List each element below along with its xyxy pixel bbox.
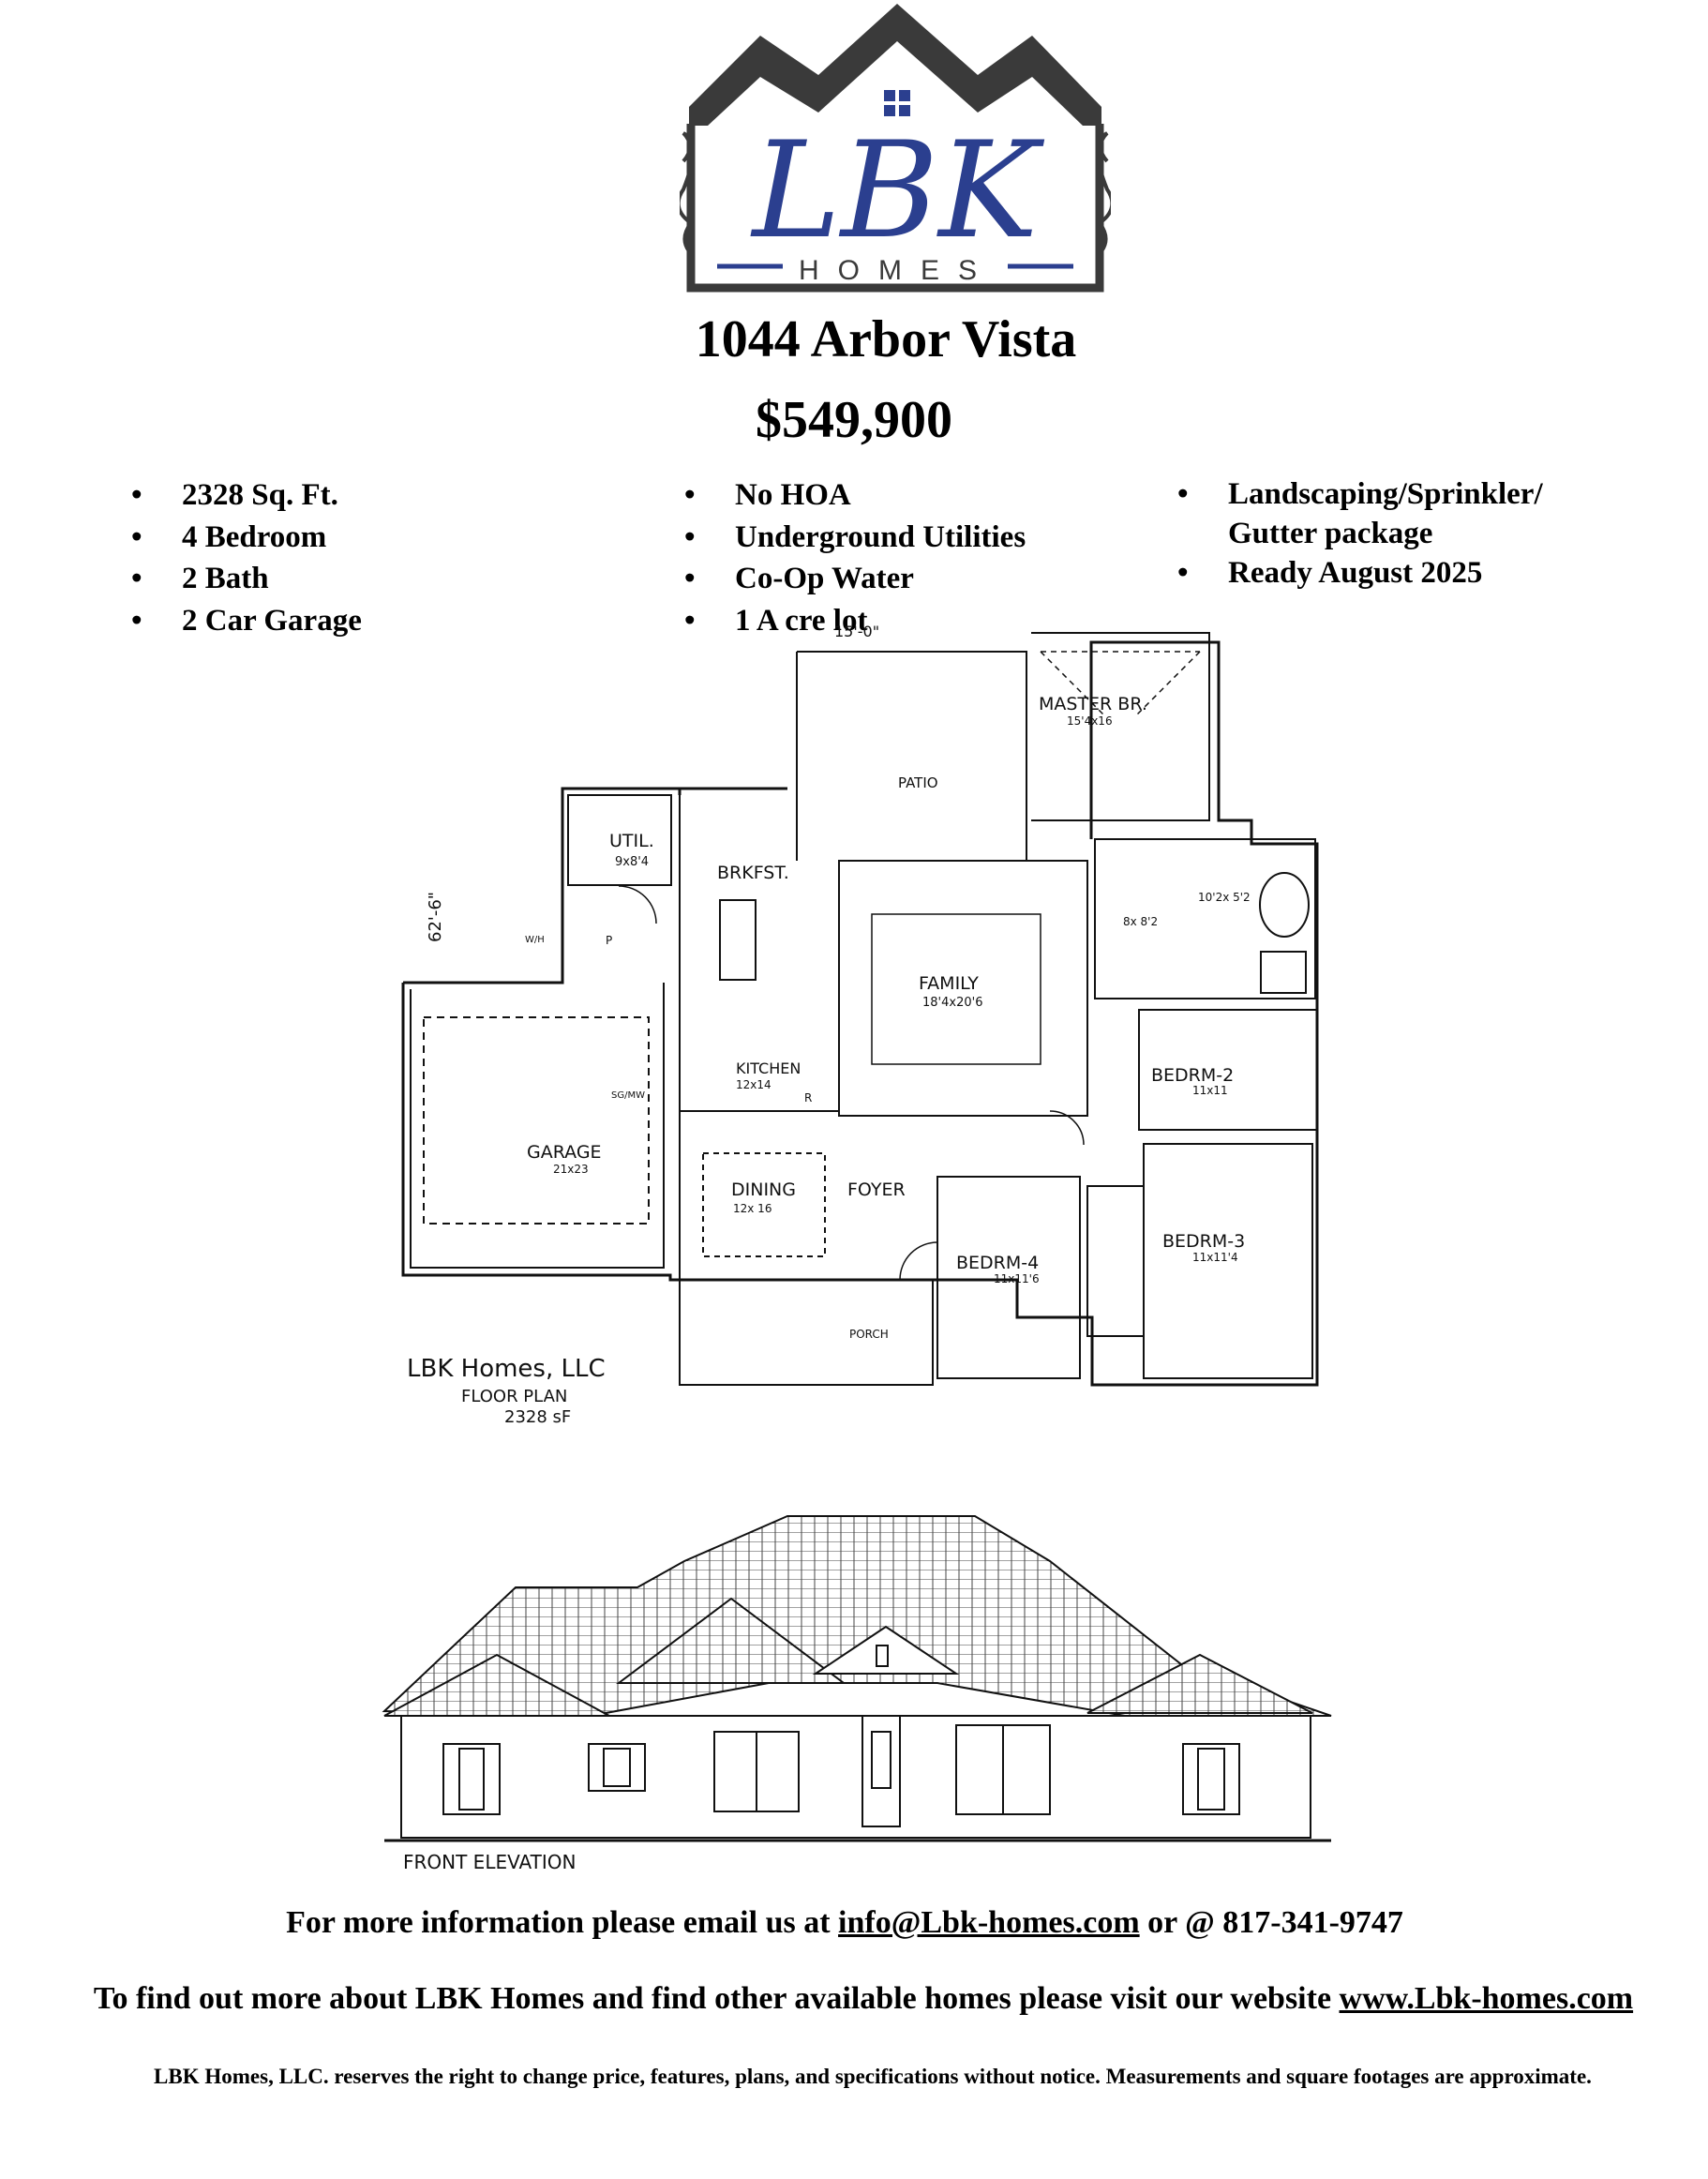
window-icon xyxy=(884,90,910,116)
room-dim-kitchen: 12x14 xyxy=(736,1078,772,1091)
brand-wordmark: LBK xyxy=(750,113,1045,268)
room-label-bedrm4: BEDRM-4 xyxy=(956,1253,1039,1273)
website-line: To find out more about LBK Homes and fin… xyxy=(9,1981,1708,2017)
lbk-homes-logo: LBK HOMES xyxy=(680,4,1111,293)
room-label-porch: PORCH xyxy=(849,1328,889,1341)
room-dim-family: 18'4x20'6 xyxy=(922,996,982,1010)
room-label-p: P xyxy=(606,934,612,947)
brand-text: LBK xyxy=(750,113,1045,268)
house-walls xyxy=(384,1645,1331,1842)
contact-phone: or @ 817-341-9747 xyxy=(1139,1905,1403,1940)
exterior-wall xyxy=(403,787,787,984)
floor-plan-drawing: UTIL. 9x8'4 BRKFST. PATIO MASTER BR. 15'… xyxy=(401,605,1319,1427)
room-label-util: UTIL. xyxy=(609,831,654,851)
room-dim-bedrm4: 11x11'6 xyxy=(994,1272,1040,1285)
feature-item: Co-Op Water xyxy=(684,558,1026,600)
room-label-patio: PATIO xyxy=(898,774,938,791)
feature-item: 2328 Sq. Ft. xyxy=(131,474,362,517)
brand-subtext: HOMES xyxy=(799,255,996,286)
room-label-kitchen: KITCHEN xyxy=(736,1059,801,1077)
room-dim-bedrm2: 11x11 xyxy=(1192,1084,1228,1097)
feature-item: Underground Utilities xyxy=(684,517,1026,559)
website-link[interactable]: www.Lbk-homes.com xyxy=(1339,1981,1634,2016)
feature-list-3: Landscaping/Sprinkler/ Gutter package Re… xyxy=(1177,474,1571,593)
room-dim-garage: 21x23 xyxy=(553,1163,589,1176)
feature-item: 4 Bedroom xyxy=(131,517,362,559)
frame-icon xyxy=(686,124,1104,293)
plan-sqft: 2328 sF xyxy=(504,1407,571,1427)
listing-price: $549,900 xyxy=(756,391,952,449)
feature-item: 2 Bath xyxy=(131,558,362,600)
roof-shape xyxy=(382,1515,1332,1718)
room-label-family: FAMILY xyxy=(919,973,979,994)
feature-item: No HOA xyxy=(684,474,1026,517)
exterior-wall xyxy=(553,605,675,809)
room-label-r: R xyxy=(804,1091,812,1105)
room-dim-dining: 12x 16 xyxy=(733,1202,772,1215)
room-label-master: MASTER BR. xyxy=(1039,694,1147,714)
listing-address: 1044 Arbor Vista xyxy=(695,310,1077,368)
room-label-brkfst: BRKFST. xyxy=(717,863,789,883)
website-prefix: To find out more about LBK Homes and fin… xyxy=(93,1981,1340,2016)
room-dim-master: 15'4x16 xyxy=(1067,714,1113,728)
room-dim-bedrm3: 11x11'4 xyxy=(1192,1251,1238,1264)
elevation-caption: FRONT ELEVATION xyxy=(403,1851,576,1871)
plan-company: LBK Homes, LLC xyxy=(407,1355,606,1383)
room-dim-bath: 10'2x 5'2 xyxy=(1198,891,1251,904)
feature-list-1: 2328 Sq. Ft. 4 Bedroom 2 Bath 2 Car Gara… xyxy=(131,474,362,641)
contact-prefix: For more information please email us at xyxy=(286,1905,839,1940)
feature-item: Ready August 2025 xyxy=(1177,553,1571,593)
dim-left: 62'-6" xyxy=(426,892,445,942)
room-label-bedrm3: BEDRM-3 xyxy=(1162,1231,1245,1252)
exterior-wall xyxy=(401,640,1319,1387)
front-elevation-drawing: FRONT ELEVATION xyxy=(382,1515,1332,1871)
email-link[interactable]: info@Lbk-homes.com xyxy=(838,1905,1140,1940)
feature-item: 2 Car Garage xyxy=(131,600,362,642)
feature-item: 1 A cre lot xyxy=(684,600,1026,642)
room-label-dining: DINING xyxy=(731,1180,796,1200)
room-label-garage: GARAGE xyxy=(527,1142,602,1163)
roof-icon xyxy=(689,4,1101,126)
feature-list-2: No HOA Underground Utilities Co-Op Water… xyxy=(684,474,1026,641)
feature-item: Landscaping/Sprinkler/ Gutter package xyxy=(1177,474,1571,553)
room-label-sgmw: SG/MW xyxy=(611,1090,645,1101)
dim-top: 15'-0" xyxy=(834,623,879,640)
room-label-foyer: FOYER xyxy=(847,1180,906,1200)
contact-line: For more information please email us at … xyxy=(0,1905,1699,1941)
plan-label: FLOOR PLAN xyxy=(461,1387,567,1406)
room-dim-closet: 8x 8'2 xyxy=(1123,915,1158,928)
room-label-bedrm2: BEDRM-2 xyxy=(1151,1065,1234,1086)
room-dim-util: 9x8'4 xyxy=(615,855,649,869)
room-label-wh: W/H xyxy=(525,935,545,945)
disclaimer: LBK Homes, LLC. reserves the right to ch… xyxy=(154,2065,1592,2088)
